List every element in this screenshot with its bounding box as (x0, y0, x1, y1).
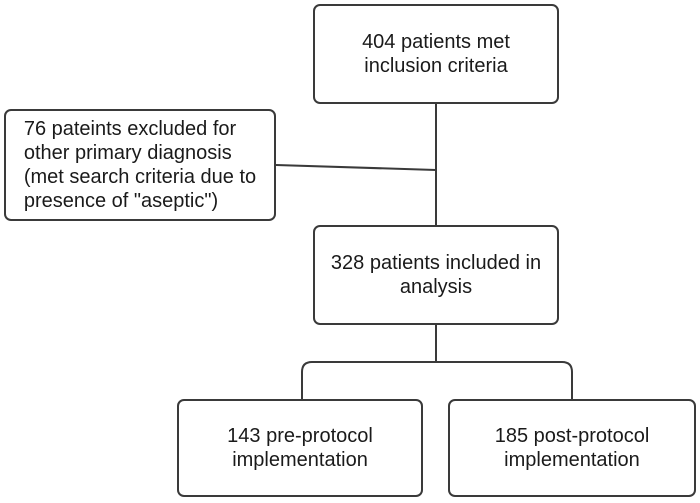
box-pre-protocol-text: 143 pre-protocol implementation (227, 425, 373, 471)
connector-split-left (301, 361, 436, 400)
box-inclusion-criteria: 404 patients met inclusion criteria (313, 4, 559, 104)
connector-split-right (436, 361, 573, 400)
box-included-analysis-text: 328 patients included in analysis (330, 252, 542, 298)
box-included-analysis: 328 patients included in analysis (313, 225, 559, 325)
box-post-protocol: 185 post-protocol implementation (448, 399, 696, 497)
box-pre-protocol: 143 pre-protocol implementation (177, 399, 423, 497)
box-inclusion-criteria-text: 404 patients met inclusion criteria (362, 31, 510, 77)
box-excluded: 76 pateints excluded for other primary d… (4, 109, 276, 221)
connector-exclusion-branch (275, 164, 437, 171)
box-excluded-text: 76 pateints excluded for other primary d… (23, 118, 257, 212)
box-post-protocol-text: 185 post-protocol implementation (494, 425, 650, 471)
